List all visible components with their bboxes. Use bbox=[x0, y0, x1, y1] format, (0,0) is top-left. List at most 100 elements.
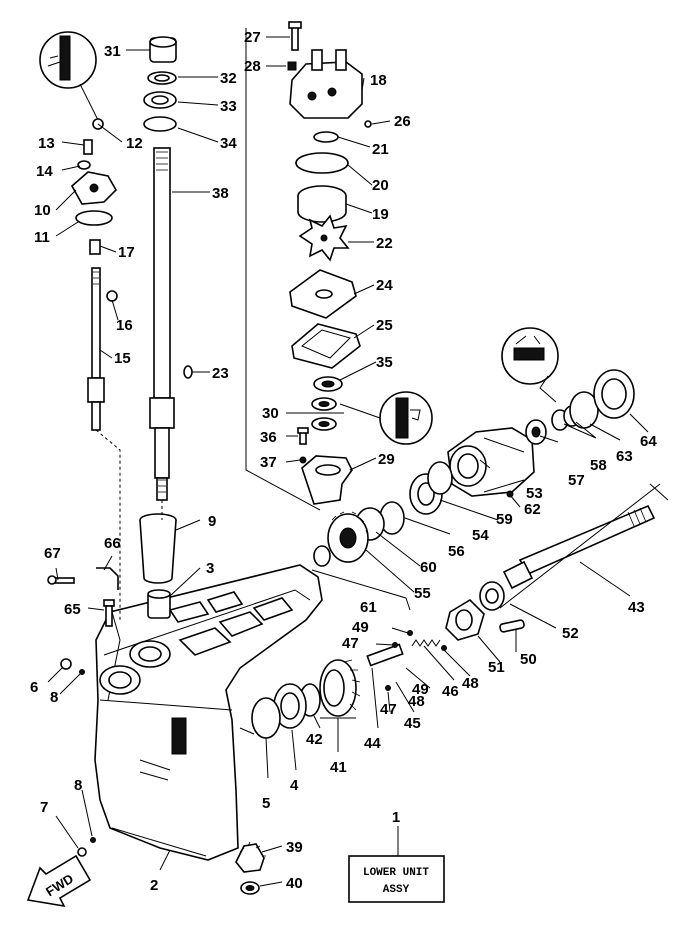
shim-5 bbox=[251, 697, 281, 739]
part-label-16: 16 bbox=[116, 317, 133, 334]
gasket-8b bbox=[90, 837, 96, 843]
part-label-31: 31 bbox=[104, 43, 121, 60]
part-label-47-lower: 47 bbox=[380, 701, 397, 718]
part-label-59: 59 bbox=[496, 511, 513, 528]
alignment-lines bbox=[95, 28, 669, 620]
part-label-64: 64 bbox=[640, 433, 657, 450]
grommet-67 bbox=[47, 575, 75, 585]
forward-gear bbox=[319, 659, 361, 717]
screw-7 bbox=[77, 847, 87, 857]
part-label-13: 13 bbox=[38, 135, 55, 152]
drive-shaft bbox=[149, 147, 175, 501]
dog-clutch-51 bbox=[445, 598, 485, 641]
washer-23 bbox=[183, 365, 193, 379]
assembly-callout-label: 1 bbox=[392, 809, 400, 826]
part-label-40: 40 bbox=[286, 875, 303, 892]
part-label-32: 32 bbox=[220, 70, 237, 87]
part-label-62: 62 bbox=[524, 501, 541, 518]
part-label-15: 15 bbox=[114, 350, 131, 367]
part-label-39: 39 bbox=[286, 839, 303, 856]
part-label-27: 27 bbox=[244, 29, 261, 46]
shift-plunger-44 bbox=[366, 643, 404, 667]
part-label-44: 44 bbox=[364, 735, 381, 752]
part-label-49-lower: 49 bbox=[412, 681, 429, 698]
needle-bearing-57 bbox=[525, 419, 547, 445]
part-label-4: 4 bbox=[290, 777, 299, 794]
shift-rod bbox=[87, 267, 105, 431]
part-label-35: 35 bbox=[376, 354, 393, 371]
part-label-17: 17 bbox=[118, 244, 135, 261]
part-label-50: 50 bbox=[520, 651, 537, 668]
part-label-29: 29 bbox=[378, 451, 395, 468]
part-label-18: 18 bbox=[370, 72, 387, 89]
part-label-10: 10 bbox=[34, 202, 51, 219]
part-label-14: 14 bbox=[36, 163, 53, 180]
sleeve-9 bbox=[139, 513, 177, 584]
part-label-56: 56 bbox=[448, 543, 465, 560]
part-label-26: 26 bbox=[394, 113, 411, 130]
part-label-58: 58 bbox=[590, 457, 607, 474]
washer-37 bbox=[299, 456, 307, 464]
dowel-62 bbox=[506, 490, 514, 498]
part-label-52: 52 bbox=[562, 625, 579, 642]
part-label-49-upper: 49 bbox=[352, 619, 369, 636]
part-label-5: 5 bbox=[262, 795, 270, 812]
part-label-65: 65 bbox=[64, 601, 81, 618]
part-label-22: 22 bbox=[376, 235, 393, 252]
impeller bbox=[298, 214, 350, 262]
part-label-8-lower: 8 bbox=[74, 777, 82, 794]
drain-screw-6 bbox=[60, 658, 72, 670]
part-label-41: 41 bbox=[330, 759, 347, 776]
lower-unit-housing bbox=[94, 564, 323, 861]
part-label-3: 3 bbox=[206, 560, 214, 577]
shim-61 bbox=[313, 545, 331, 567]
part-label-55: 55 bbox=[414, 585, 431, 602]
part-label-33: 33 bbox=[220, 98, 237, 115]
part-label-43: 43 bbox=[628, 599, 645, 616]
part-label-42: 42 bbox=[306, 731, 323, 748]
part-label-7: 7 bbox=[40, 799, 48, 816]
part-label-30: 30 bbox=[262, 405, 279, 422]
shim-54 bbox=[427, 461, 453, 495]
part-label-60: 60 bbox=[420, 559, 437, 576]
part-label-37: 37 bbox=[260, 454, 277, 471]
bolt-65 bbox=[103, 599, 115, 627]
part-label-8-upper: 8 bbox=[50, 689, 58, 706]
leader-lines bbox=[47, 36, 649, 887]
part-label-54: 54 bbox=[472, 527, 489, 544]
shift-cam-inset bbox=[39, 31, 99, 121]
impeller-housing-insert bbox=[297, 185, 347, 223]
part-label-63: 63 bbox=[616, 448, 633, 465]
assembly-reference-box: LOWER UNIT ASSY 1 bbox=[348, 809, 445, 903]
part-label-12: 12 bbox=[126, 135, 143, 152]
part-label-11: 11 bbox=[34, 229, 50, 246]
part-label-51: 51 bbox=[488, 659, 505, 676]
pinion-nut bbox=[240, 881, 260, 895]
part-label-36: 36 bbox=[260, 429, 277, 446]
gasket-8a bbox=[79, 669, 85, 675]
part-label-48-upper: 48 bbox=[462, 675, 479, 692]
prop-shaft-housing bbox=[447, 427, 535, 497]
part-label-28: 28 bbox=[244, 58, 261, 75]
bearing-30-pair bbox=[311, 397, 337, 431]
sleeve-inset bbox=[379, 391, 433, 445]
reverse-gear-55 bbox=[327, 511, 369, 563]
hose-fitting-66 bbox=[96, 567, 119, 590]
cross-pin-50 bbox=[499, 619, 525, 633]
propeller-sleeve-inset bbox=[501, 327, 559, 385]
part-label-20: 20 bbox=[372, 177, 389, 194]
part-label-6: 6 bbox=[30, 679, 38, 696]
water-pump-housing bbox=[287, 21, 372, 128]
part-label-21: 21 bbox=[372, 141, 389, 158]
pinion-gear bbox=[235, 841, 266, 873]
plunger-spring-46 bbox=[411, 639, 441, 647]
part-number-labels: 31 32 33 34 38 27 28 18 26 21 20 19 22 2… bbox=[30, 29, 657, 894]
ball-47b bbox=[385, 685, 391, 691]
assembly-box-line2: ASSY bbox=[383, 884, 410, 896]
o-ring-21 bbox=[313, 131, 339, 143]
part-label-24: 24 bbox=[376, 277, 393, 294]
part-label-2: 2 bbox=[150, 877, 158, 894]
part-label-45: 45 bbox=[404, 715, 421, 732]
fwd-arrow: FWD bbox=[26, 854, 92, 908]
